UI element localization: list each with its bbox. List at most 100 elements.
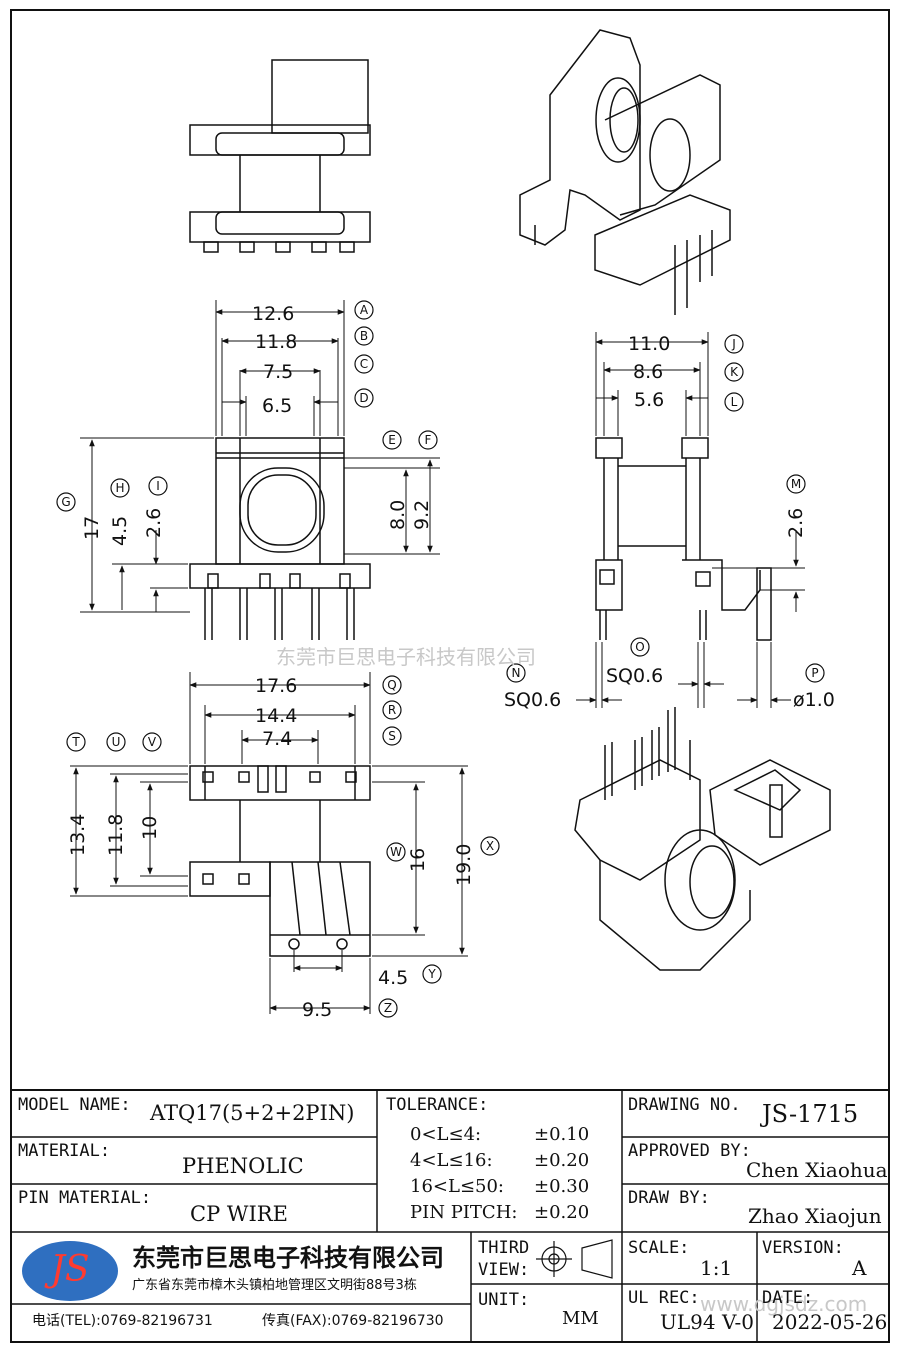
dim-9-5: 9.5: [302, 999, 332, 1021]
tol-value-1: ±0.10: [534, 1124, 590, 1145]
material-label: MATERIAL:: [18, 1141, 111, 1161]
callout-circle-o: [630, 637, 650, 657]
watermark-company: 东莞市巨思电子科技有限公司: [276, 645, 536, 669]
callout-label-c: C: [360, 357, 368, 371]
callout-label-r: R: [388, 703, 396, 717]
callout-label-e: E: [388, 433, 396, 447]
material-value: PHENOLIC: [182, 1154, 304, 1178]
callout-label-q: Q: [387, 678, 396, 692]
callout-label-l: L: [731, 395, 738, 409]
dim-sq-right: SQ0.6: [606, 665, 663, 687]
callout-label-k: K: [730, 365, 739, 379]
callout-circle-i: [148, 476, 168, 496]
callout-circle-a: [354, 300, 374, 320]
company-name: 东莞市巨思电子科技有限公司: [132, 1244, 444, 1272]
callout-circle-d: [354, 388, 374, 408]
callout-circle-j: [724, 334, 744, 354]
callout-circle-v: [142, 732, 162, 752]
dim-7-4: 7.4: [262, 728, 292, 750]
dim-8-0: 8.0: [387, 500, 409, 530]
callout-circle-y: [422, 964, 442, 984]
tol-value-2: ±0.20: [534, 1150, 590, 1171]
callout-label-d: D: [359, 391, 368, 405]
callout-label-z: Z: [384, 1001, 392, 1015]
dim-12-6: 12.6: [252, 303, 294, 325]
dim-11-8: 11.8: [255, 331, 297, 353]
watermark-url: www.dgjsdz.com: [700, 1292, 868, 1316]
dim-2-6-right: 2.6: [785, 508, 807, 538]
callout-label-y: Y: [427, 967, 436, 981]
pin-material-label: PIN MATERIAL:: [18, 1188, 152, 1208]
approved-value: Chen Xiaohua: [746, 1158, 888, 1182]
dim-5-6: 5.6: [634, 389, 664, 411]
company-logo: JS: [22, 1241, 118, 1301]
iso-view-top: [519, 29, 731, 315]
callout-circle-n: [506, 663, 526, 683]
dim-19-0: 19.0: [453, 844, 475, 886]
callout-circle-g: [56, 492, 76, 512]
drawing-no-value: JS-1715: [762, 1100, 859, 1128]
company-address: 广东省东莞市樟木头镇柏地管理区文明街88号3栋: [132, 1278, 417, 1293]
callout-label-t: T: [71, 735, 80, 749]
callout-label-b: B: [360, 329, 368, 343]
tolerance-label: TOLERANCE:: [386, 1095, 489, 1115]
callout-circle-r: [382, 700, 402, 720]
dim-17: 17: [81, 516, 103, 540]
tol-range-1: 0<L≤4:: [410, 1124, 482, 1145]
version-value: A: [852, 1256, 867, 1280]
unit-value: MM: [562, 1308, 599, 1329]
drawing-no-label: DRAWING NO.: [628, 1095, 741, 1115]
callout-label-o: O: [635, 640, 644, 654]
dim-13-4: 13.4: [67, 814, 89, 856]
date-value: 2022-05-26: [772, 1310, 888, 1334]
front-view: [189, 437, 371, 640]
title-block-lines: [10, 1089, 890, 1343]
callout-label-i: I: [156, 479, 160, 493]
date-label: DATE:: [762, 1288, 814, 1308]
pin-material-value: CP WIRE: [190, 1202, 288, 1226]
callout-label-a: A: [360, 303, 369, 317]
callout-label-h: H: [115, 481, 124, 495]
dim-9-2: 9.2: [411, 500, 433, 530]
tol-range-4: PIN PITCH:: [410, 1202, 518, 1223]
unit-label: UNIT:: [478, 1290, 530, 1310]
callout-label-v: V: [148, 735, 157, 749]
scale-label: SCALE:: [628, 1238, 690, 1258]
dim-6-5: 6.5: [262, 395, 292, 417]
callout-circle-p: [805, 663, 825, 683]
dim-7-5: 7.5: [263, 361, 293, 383]
callout-circle-h: [110, 478, 130, 498]
callout-label-s: S: [388, 729, 396, 743]
tol-range-3: 16<L≤50:: [410, 1176, 504, 1197]
callout-label-x: X: [486, 839, 494, 853]
callout-label-g: G: [61, 495, 70, 509]
callout-circle-b: [354, 326, 374, 346]
callout-label-m: M: [791, 477, 801, 491]
dim-2-6-left: 2.6: [143, 508, 165, 538]
dim-17-6: 17.6: [255, 675, 297, 697]
callout-label-f: F: [425, 433, 432, 447]
dim-4-5-bottom: 4.5: [378, 967, 408, 989]
scale-value: 1:1: [700, 1256, 733, 1280]
tol-value-3: ±0.30: [534, 1176, 590, 1197]
company-logo-text: JS: [50, 1249, 90, 1290]
dim-10: 10: [139, 816, 161, 840]
dim-sq-left: SQ0.6: [504, 689, 561, 711]
company-fax: 传真(FAX):0769-82196730: [262, 1313, 444, 1329]
company-phone: 电话(TEL):0769-82196731: [32, 1313, 213, 1329]
callout-circle-e: [382, 430, 402, 450]
callout-circle-c: [354, 354, 374, 374]
dim-dia: ø1.0: [793, 689, 835, 711]
version-label: VERSION:: [762, 1238, 844, 1258]
tol-value-4: ±0.20: [534, 1202, 590, 1223]
dim-16: 16: [407, 848, 429, 872]
bottom-view: [189, 765, 371, 957]
callout-circle-w: [386, 842, 406, 862]
model-name-value: ATQ17(5+2+2PIN): [150, 1101, 355, 1125]
callout-label-j: J: [731, 337, 736, 351]
third-view-icon: [536, 1239, 613, 1279]
dim-11-8-bottom: 11.8: [105, 814, 127, 856]
